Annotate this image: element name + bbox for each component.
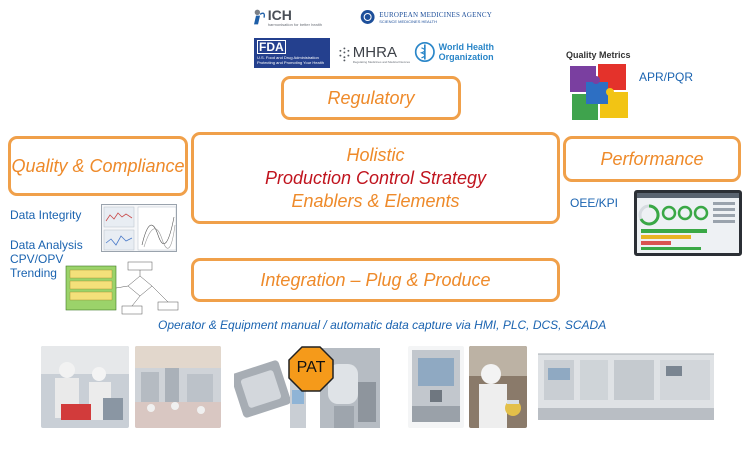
puzzle-pieces-icon xyxy=(570,64,628,120)
who-emblem-icon xyxy=(414,42,435,62)
production-hall-photo xyxy=(135,346,221,428)
pat-badge: PAT xyxy=(288,346,334,392)
trending-label: Trending xyxy=(10,266,57,280)
integration-box: Integration – Plug & Produce xyxy=(191,258,560,302)
lab-operator-photo xyxy=(469,346,527,428)
ema-name: EUROPEAN MEDICINES AGENCY xyxy=(379,10,492,19)
oee-kpi-label: OEE/KPI xyxy=(570,196,619,210)
fda-tagline: Protecting and Promoting Your Health xyxy=(257,60,324,65)
process-flowchart-icon xyxy=(65,261,179,315)
dashboard-gauges-icon xyxy=(637,193,739,253)
production-line-machine-photo xyxy=(534,346,718,428)
fda-mark: FDA xyxy=(257,40,286,54)
apr-pqr-label: APR/PQR xyxy=(639,70,694,84)
ema-emblem-icon xyxy=(360,10,375,24)
ich-logo: ICH harmonisation for better health xyxy=(252,4,322,30)
quality-metrics-label: Quality Metrics xyxy=(566,50,631,60)
mhra-logo: MHRA Regulating Medicines and Medical De… xyxy=(338,42,410,66)
flowchart-thumbnail xyxy=(62,260,182,318)
fda-logo: FDA U.S. Food and Drug Administration Pr… xyxy=(254,38,330,68)
ich-name: ICH xyxy=(267,6,292,23)
lab-operator-icon xyxy=(469,346,527,428)
data-analysis-label: Data Analysis xyxy=(10,238,83,252)
data-integrity-chart-thumbnail xyxy=(101,204,177,252)
regulatory-box: Regulatory xyxy=(281,76,461,120)
performance-label: Performance xyxy=(600,148,704,169)
mhra-tagline: Regulating Medicines and Medical Devices xyxy=(352,59,410,64)
production-line-icon xyxy=(534,346,718,428)
integration-label: Integration – Plug & Produce xyxy=(260,269,491,290)
quality-compliance-label: Quality & Compliance xyxy=(11,155,185,176)
performance-box: Performance xyxy=(563,136,741,182)
regulatory-label: Regulatory xyxy=(327,87,415,108)
ema-tagline: SCIENCE MEDICINES HEALTH xyxy=(379,18,437,24)
data-analysis-group: Data Analysis CPV/OPV Trending xyxy=(10,238,83,280)
pat-octagon-icon xyxy=(288,346,334,392)
packaging-machine-icon xyxy=(408,346,464,428)
operators-photo-icon xyxy=(41,346,129,428)
pat-label: PAT xyxy=(296,359,326,376)
packaging-machine-photo xyxy=(408,346,464,428)
quality-compliance-box: Quality & Compliance xyxy=(8,136,188,196)
fda-name: U.S. Food and Drug Administration xyxy=(257,55,319,60)
ich-logo-icon xyxy=(254,9,265,25)
data-integrity-label: Data Integrity xyxy=(10,208,82,222)
production-hall-icon xyxy=(135,346,221,428)
mhra-dots-icon xyxy=(339,47,350,62)
who-line1: World Health xyxy=(438,42,494,52)
ema-logo: EUROPEAN MEDICINES AGENCY SCIENCE MEDICI… xyxy=(360,6,492,28)
oee-dashboard-thumbnail xyxy=(634,190,742,256)
cleanroom-operators-photo xyxy=(41,346,129,428)
center-line-strategy: Production Control Strategy xyxy=(264,167,487,188)
ich-tagline: harmonisation for better health xyxy=(267,21,322,27)
center-strategy-box: Holistic Production Control Strategy Ena… xyxy=(191,132,560,224)
center-line-enablers: Enablers & Elements xyxy=(291,190,460,211)
cpv-opv-label: CPV/OPV xyxy=(10,252,64,266)
control-chart-icon xyxy=(103,206,176,251)
data-capture-caption: Operator & Equipment manual / automatic … xyxy=(158,318,607,332)
mhra-name: MHRA xyxy=(352,43,397,61)
who-line2: Organization xyxy=(438,52,494,62)
who-logo: World Health Organization xyxy=(414,38,494,66)
center-line-holistic: Holistic xyxy=(346,144,405,165)
